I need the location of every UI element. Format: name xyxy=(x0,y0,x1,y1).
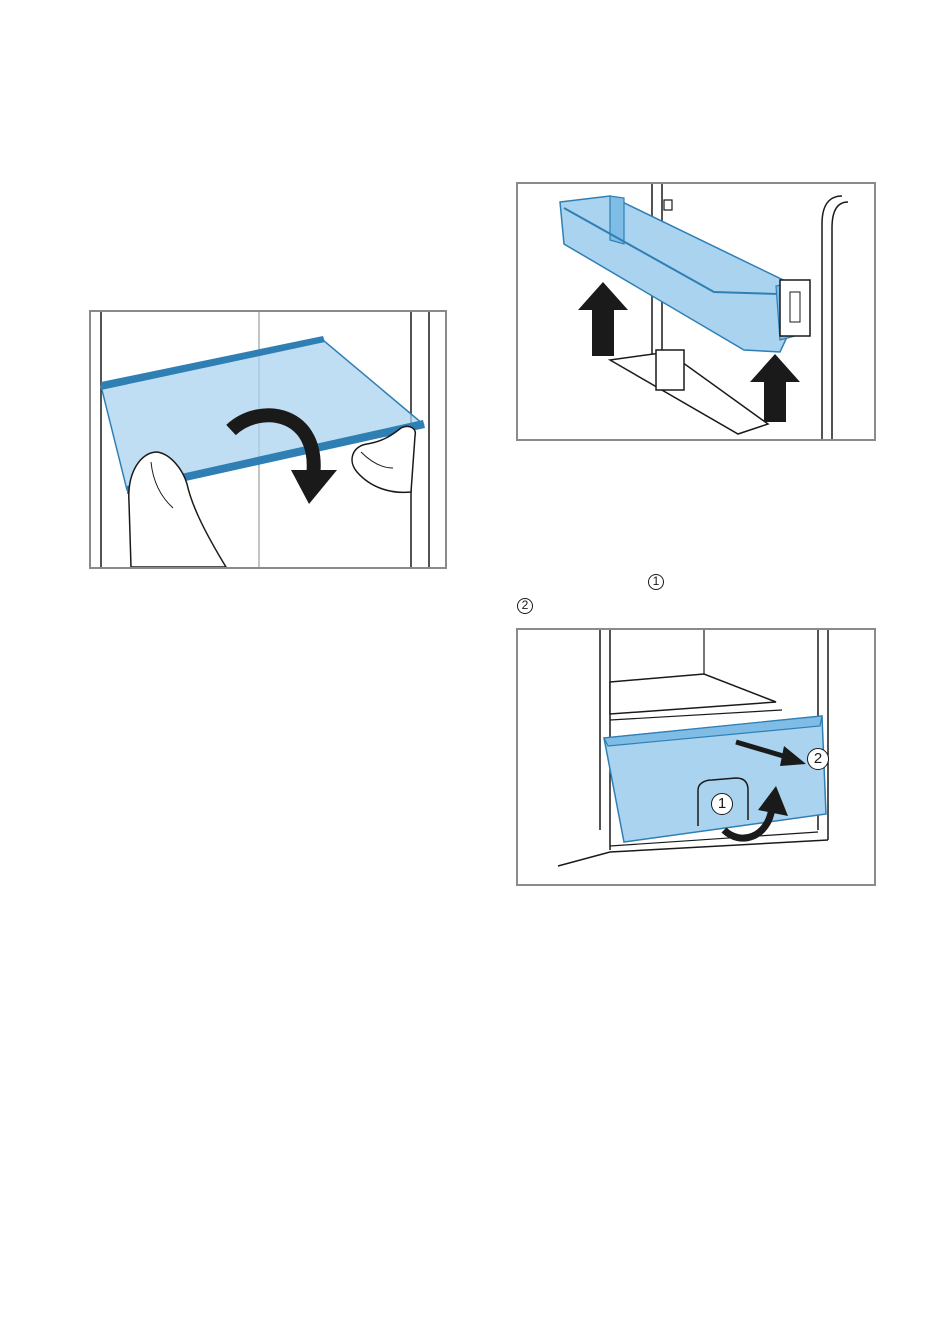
drawer-marker-1: 1 xyxy=(711,793,733,815)
arrow-up-icon xyxy=(578,282,628,356)
drawer-marker-2: 2 xyxy=(807,748,829,770)
shelf-removal-illustration xyxy=(89,310,447,569)
step-marker-2: 2 xyxy=(517,598,533,614)
step-marker-1: 1 xyxy=(648,574,664,590)
drawer-removal-illustration: 1 2 xyxy=(516,628,876,886)
arrow-up-icon xyxy=(750,354,800,422)
door-shelf-removal-illustration xyxy=(516,182,876,441)
drawer xyxy=(604,716,826,842)
